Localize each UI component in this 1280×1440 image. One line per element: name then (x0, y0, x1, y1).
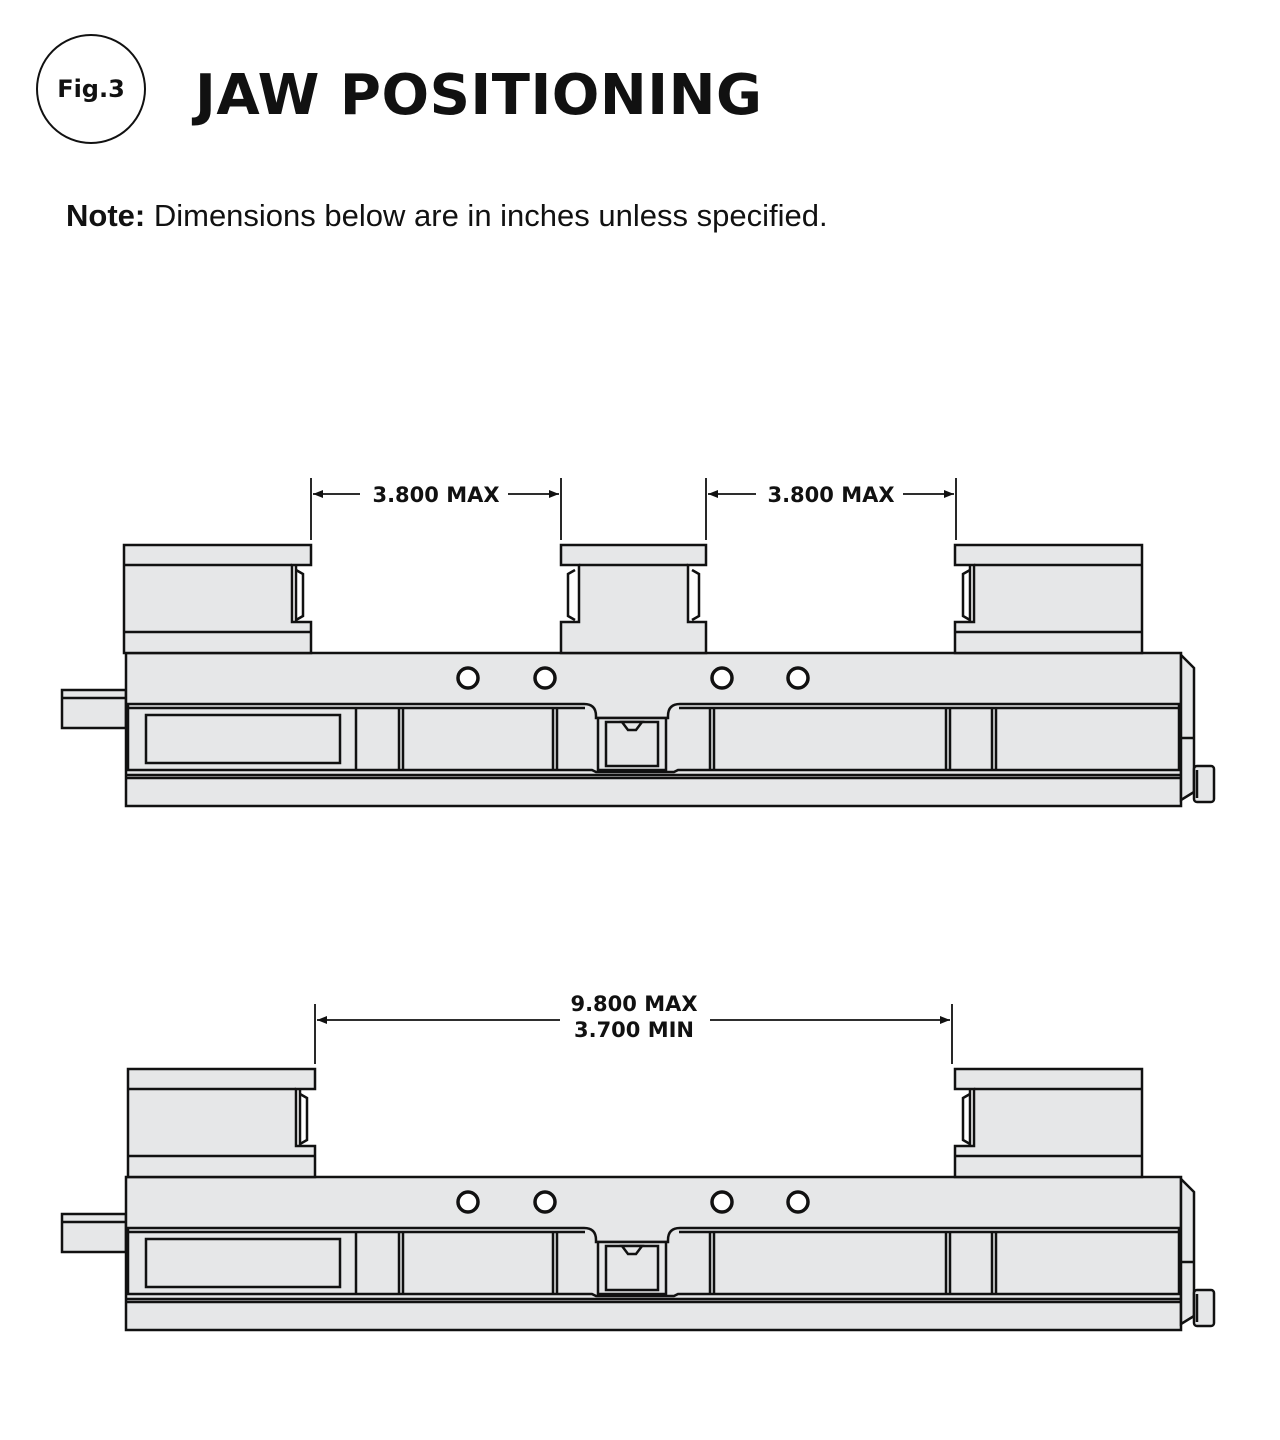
two-jaw-vise-view: 9.800 MAX 3.700 MIN (60, 992, 1216, 1332)
left-outer-jaw (122, 543, 313, 655)
note-text: Dimensions below are in inches unless sp… (153, 198, 828, 233)
center-jaw (559, 543, 708, 655)
dimension-label-max: 9.800 MAX (570, 992, 697, 1016)
dimension-left-gap (310, 478, 562, 540)
three-jaw-vise-view: 3.800 MAX 3.800 MAX (60, 478, 1216, 808)
dimension-label-min: 3.700 MIN (574, 1018, 694, 1042)
figure-number-badge: Fig.3 (36, 34, 146, 144)
note-label: Note: (66, 198, 146, 233)
dimension-label: 3.800 MAX (767, 483, 894, 507)
right-outer-jaw (953, 1067, 1144, 1179)
figure-number: Fig.3 (57, 75, 125, 103)
dimension-jaw-span (314, 1004, 953, 1064)
page-title: JAW POSITIONING (195, 63, 763, 128)
dimension-right-gap (705, 478, 957, 540)
right-outer-jaw (953, 543, 1144, 655)
dimensions-note: Note: Dimensions below are in inches unl… (66, 196, 828, 236)
dimension-label: 3.800 MAX (372, 483, 499, 507)
left-outer-jaw (126, 1067, 317, 1179)
